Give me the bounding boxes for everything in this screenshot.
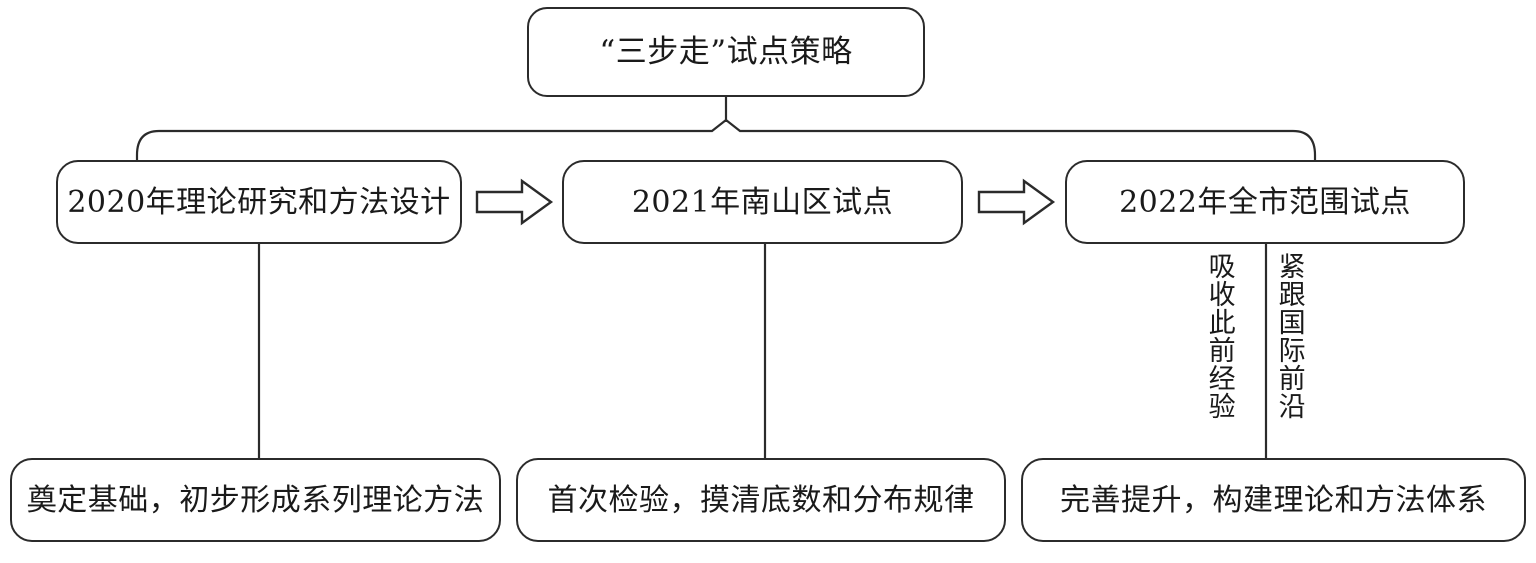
vertical-note-follow-international-frontier: 紧跟国际前沿	[1273, 252, 1305, 420]
stage-box-2021-label: 2021年南山区试点	[631, 184, 894, 220]
three-stage-bracket	[135, 118, 1317, 156]
stage-box-2020-label: 2020年理论研究和方法设计	[67, 184, 451, 220]
outcome-box-1: 奠定基础，初步形成系列理论方法	[10, 458, 501, 542]
arrow-stage2-to-stage3	[977, 178, 1056, 226]
title-box: “三步走”试点策略	[527, 7, 925, 97]
arrow-stage1-to-stage2	[475, 178, 554, 226]
outcome-box-2: 首次检验，摸清底数和分布规律	[516, 458, 1006, 542]
title-box-label: “三步走”试点策略	[599, 33, 853, 70]
stage-box-2022: 2022年全市范围试点	[1065, 160, 1465, 244]
vertical-note-absorb-prior-experience: 吸收此前经验	[1203, 252, 1235, 420]
stage-box-2021: 2021年南山区试点	[562, 160, 963, 244]
outcome-box-1-label: 奠定基础，初步形成系列理论方法	[26, 482, 485, 518]
outcome-box-2-label: 首次检验，摸清底数和分布规律	[547, 482, 975, 518]
stage-box-2020: 2020年理论研究和方法设计	[56, 160, 462, 244]
stage-box-2022-label: 2022年全市范围试点	[1119, 184, 1411, 220]
outcome-box-3: 完善提升，构建理论和方法体系	[1021, 458, 1526, 542]
outcome-box-3-label: 完善提升，构建理论和方法体系	[1060, 482, 1487, 518]
